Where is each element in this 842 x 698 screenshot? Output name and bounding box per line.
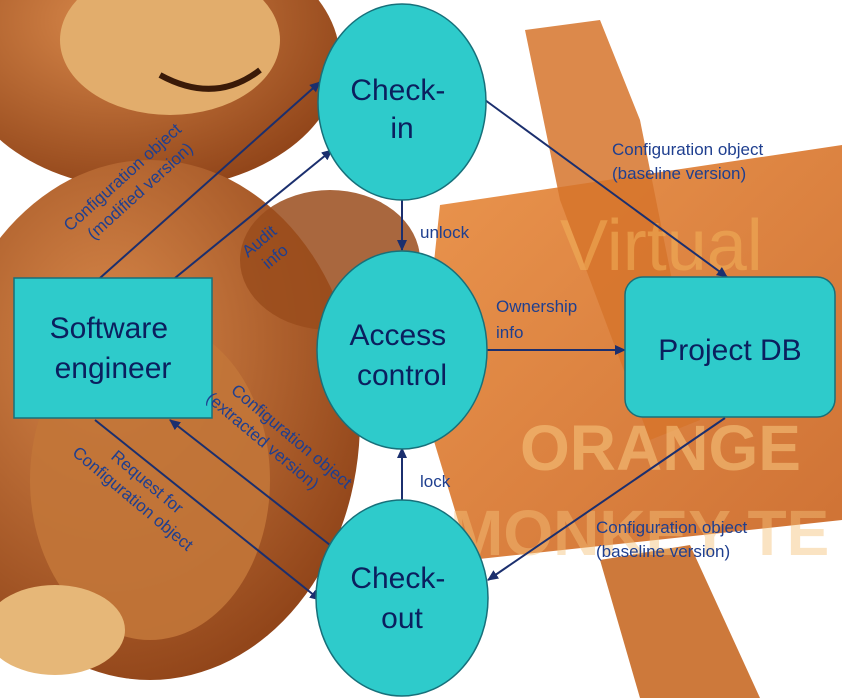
node-access-control[interactable]: Access control bbox=[316, 250, 488, 450]
node-checkout[interactable]: Check- out bbox=[315, 499, 489, 697]
label-audit-info: Audit info bbox=[238, 219, 298, 278]
svg-text:Access control: Access control bbox=[349, 319, 454, 392]
label-ownership-info: Ownership info bbox=[496, 297, 582, 342]
arrow-engineer-to-checkout-request bbox=[94, 419, 321, 601]
node-software-engineer[interactable]: Software engineer bbox=[13, 277, 213, 419]
arrow-projectdb-to-checkout bbox=[487, 417, 726, 581]
label-request: Request for Configuration object bbox=[69, 426, 211, 555]
node-checkin-line2: in bbox=[390, 112, 413, 145]
wooden-post-bottom bbox=[600, 545, 760, 698]
svg-text:Check- out: Check- out bbox=[350, 562, 453, 635]
arrow-engineer-to-checkin-audit bbox=[174, 149, 333, 279]
node-checkin-line1: Check- bbox=[350, 74, 445, 107]
node-checkout-line1: Check- bbox=[350, 562, 445, 595]
sign-text-monkey: MONKEY TE bbox=[450, 497, 829, 569]
arrows bbox=[94, 81, 728, 601]
arrow-checkout-to-engineer-extracted bbox=[169, 419, 331, 546]
label-baseline-from-db: Configuration object (baseline version) bbox=[596, 518, 752, 561]
node-engineer-line1: Software bbox=[50, 312, 168, 345]
node-checkout-line2: out bbox=[381, 602, 423, 635]
arrow-checkin-to-projectdb bbox=[484, 99, 728, 278]
svg-text:Check- in: Check- in bbox=[350, 74, 453, 145]
sign-text-orange: ORANGE bbox=[520, 412, 801, 484]
label-modified-version: Configuration object (modified version) bbox=[60, 116, 203, 251]
node-access-line2: control bbox=[357, 359, 447, 392]
node-engineer-line2: engineer bbox=[55, 352, 172, 385]
node-checkin[interactable]: Check- in bbox=[317, 3, 487, 201]
node-project-db[interactable]: Project DB bbox=[624, 276, 836, 418]
label-unlock: unlock bbox=[420, 223, 470, 242]
monkey-foot bbox=[0, 585, 125, 675]
label-baseline-to-db: Configuration object (baseline version) bbox=[612, 140, 768, 183]
node-access-line1: Access bbox=[349, 319, 446, 352]
node-projectdb-label: Project DB bbox=[658, 334, 801, 367]
monkey-smile bbox=[158, 67, 262, 92]
sign-text-virtual: Virtual bbox=[560, 206, 763, 286]
arrow-engineer-to-checkin-modified bbox=[99, 81, 321, 279]
svg-text:Software engineer: Software engineer bbox=[50, 312, 177, 385]
label-lock: lock bbox=[420, 472, 451, 491]
